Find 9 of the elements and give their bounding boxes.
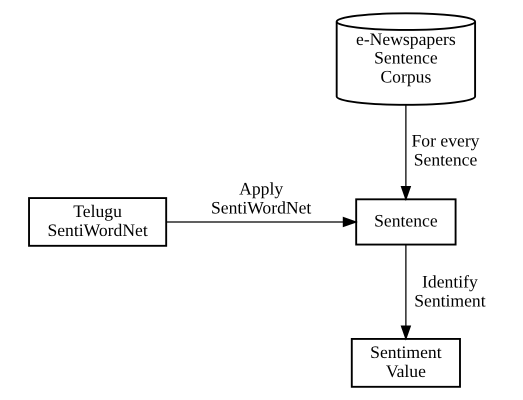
edge-label: For every Sentence bbox=[412, 130, 480, 170]
node-box: Sentence bbox=[355, 198, 457, 246]
node-box: Sentiment Value bbox=[350, 338, 461, 388]
edge-label: Apply SentiWordNet bbox=[211, 178, 312, 218]
node-box: Telugu SentiWordNet bbox=[28, 197, 168, 247]
edge-label: Identify Sentiment bbox=[414, 272, 486, 310]
arrow bbox=[166, 216, 358, 228]
arrow bbox=[400, 105, 412, 202]
arrow bbox=[400, 244, 412, 341]
